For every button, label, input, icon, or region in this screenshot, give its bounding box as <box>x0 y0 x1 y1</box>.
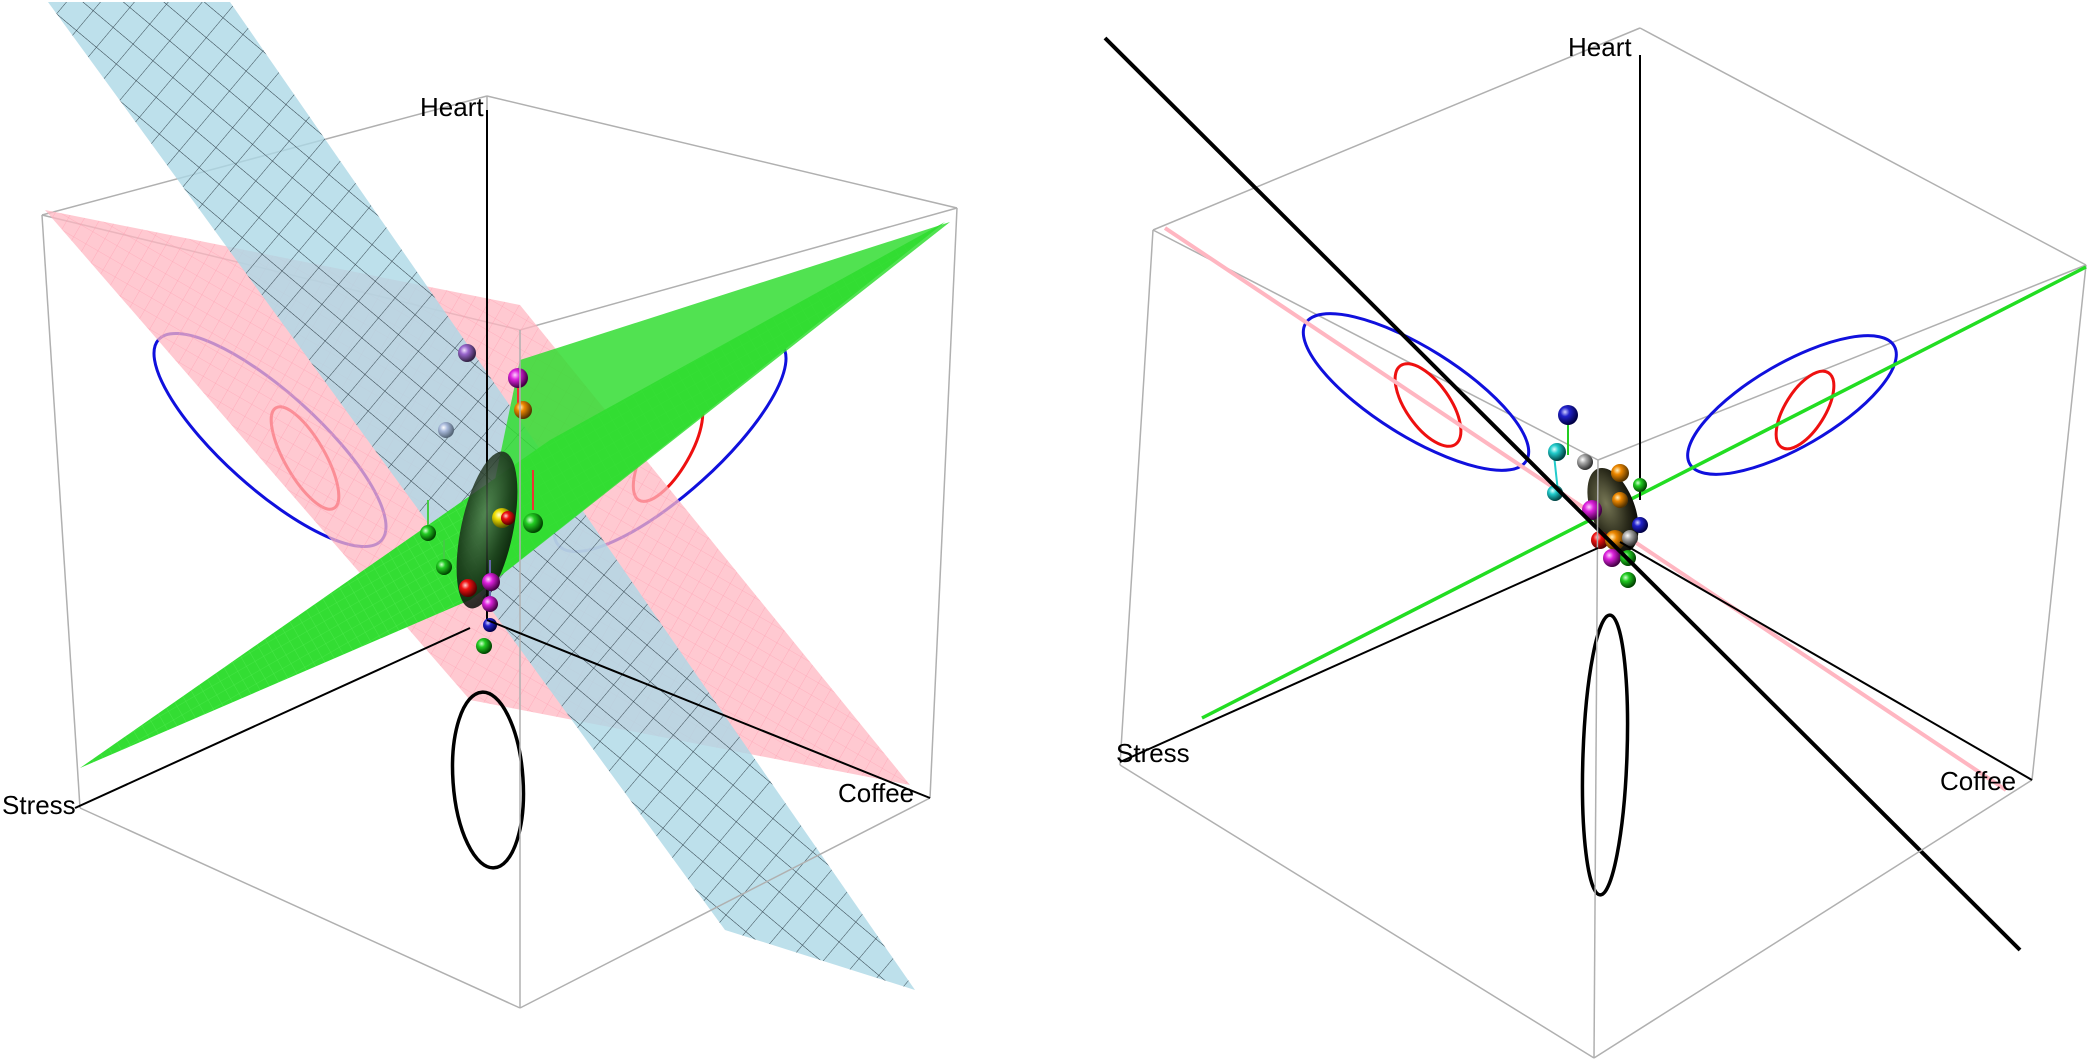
cube-front-edges <box>1119 459 2033 1059</box>
floor-ellipse <box>450 690 526 870</box>
coffee-axis <box>1619 541 2033 781</box>
stress-axis <box>1119 547 1599 763</box>
left-3d-plot: Heart Stress Coffee <box>0 0 1040 1062</box>
coffee-axis-label: Coffee <box>1940 766 2017 796</box>
green-regression-line <box>1201 265 2087 720</box>
cube-back-edges <box>1119 27 2087 781</box>
cube-front-edges <box>79 330 931 1009</box>
heart-axis-label: Heart <box>1568 32 1632 62</box>
stress-axis-label: Stress <box>1116 738 1190 768</box>
coffee-axis <box>486 619 931 799</box>
left-3d-scene <box>41 2 958 1009</box>
wall-ellipse-right <box>1686 334 1898 476</box>
stress-axis <box>74 627 471 809</box>
data-ellipsoid <box>456 451 518 609</box>
black-regression-line <box>1103 36 2022 952</box>
right-3d-scene <box>1103 27 2087 1059</box>
data-points <box>420 344 543 654</box>
right-3d-plot: Heart Stress Coffee <box>1100 0 2089 1062</box>
heart-axis-label: Heart <box>420 92 484 122</box>
stress-axis-label: Stress <box>2 790 76 820</box>
floor-ellipse <box>1580 613 1630 897</box>
coffee-axis-label: Coffee <box>838 778 915 808</box>
